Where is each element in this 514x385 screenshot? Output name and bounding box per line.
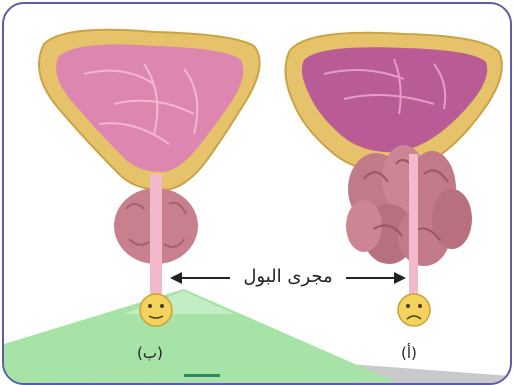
panel-a-label: (أ) bbox=[401, 344, 417, 362]
prostate-diagram bbox=[4, 4, 510, 383]
face-eye bbox=[160, 304, 164, 308]
enlarged-urethra bbox=[409, 154, 418, 300]
sad-face bbox=[398, 294, 430, 326]
panel-b-label: (ب) bbox=[137, 344, 163, 362]
normal-bladder-group bbox=[39, 30, 260, 326]
normal-urethra bbox=[150, 174, 162, 302]
normal-bladder-cavity bbox=[56, 44, 243, 172]
face-eye bbox=[418, 304, 422, 308]
face-eye bbox=[406, 304, 410, 308]
neutral-face bbox=[140, 294, 172, 326]
ground-mark bbox=[184, 374, 220, 377]
face-eye bbox=[148, 304, 152, 308]
urethra-label: مجرى البول bbox=[230, 266, 346, 287]
